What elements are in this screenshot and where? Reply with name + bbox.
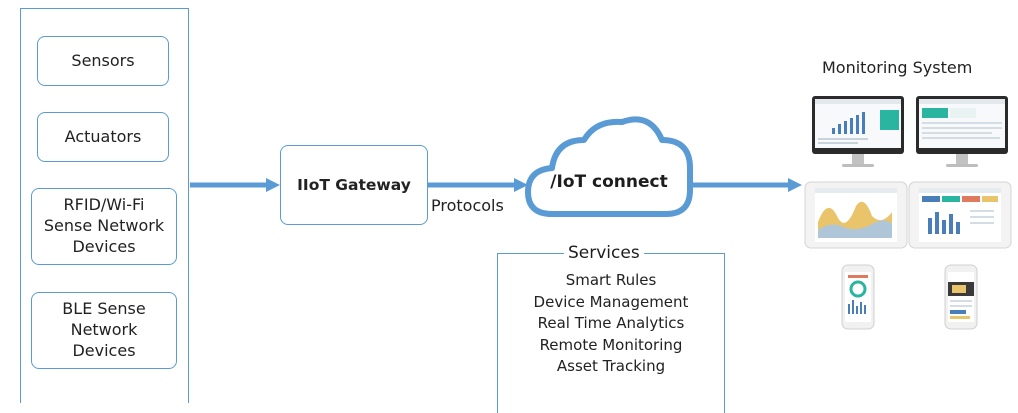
diagram-graphics xyxy=(190,96,1012,330)
services-title: Services xyxy=(564,243,644,263)
iiot-gateway-node: IIoT Gateway xyxy=(280,145,428,225)
cloud-label: /IoT connect xyxy=(550,172,668,192)
desktop-monitor-1 xyxy=(812,96,904,167)
service-item: Device Management xyxy=(533,292,689,311)
arrow-cloud-to-monitoring xyxy=(692,178,802,192)
gateway-label: IIoT Gateway xyxy=(297,175,411,194)
service-item: Asset Tracking xyxy=(556,357,666,375)
services-list: Smart Rules Device Management Real Time … xyxy=(498,270,724,378)
actuators-node: Actuators xyxy=(37,112,169,162)
tablet-1 xyxy=(804,181,908,249)
phone-1 xyxy=(841,264,875,330)
service-item: Smart Rules xyxy=(565,271,657,289)
rfid-wifi-label: RFID/Wi-Fi Sense Network Devices xyxy=(43,195,165,256)
actuators-label: Actuators xyxy=(64,126,142,146)
services-box: Services Smart Rules Device Management R… xyxy=(497,243,725,413)
service-item: Real Time Analytics xyxy=(537,314,685,332)
monitoring-system-title: Monitoring System xyxy=(822,58,973,77)
ble-label: BLE Sense Network Devices xyxy=(62,299,146,360)
sensors-node: Sensors xyxy=(37,36,169,86)
arrow-gateway-to-cloud xyxy=(428,178,528,192)
phone-2 xyxy=(944,264,978,330)
sensors-label: Sensors xyxy=(71,50,135,70)
protocols-label: Protocols xyxy=(431,196,504,215)
device-panel xyxy=(20,8,189,403)
tablet-2 xyxy=(908,181,1012,249)
rfid-wifi-node: RFID/Wi-Fi Sense Network Devices xyxy=(31,188,177,265)
arrow-devices-to-gateway xyxy=(190,178,280,192)
cloud-shape xyxy=(525,116,693,217)
service-item: Remote Monitoring xyxy=(539,335,683,354)
ble-node: BLE Sense Network Devices xyxy=(31,292,177,369)
desktop-monitor-2 xyxy=(916,96,1008,167)
